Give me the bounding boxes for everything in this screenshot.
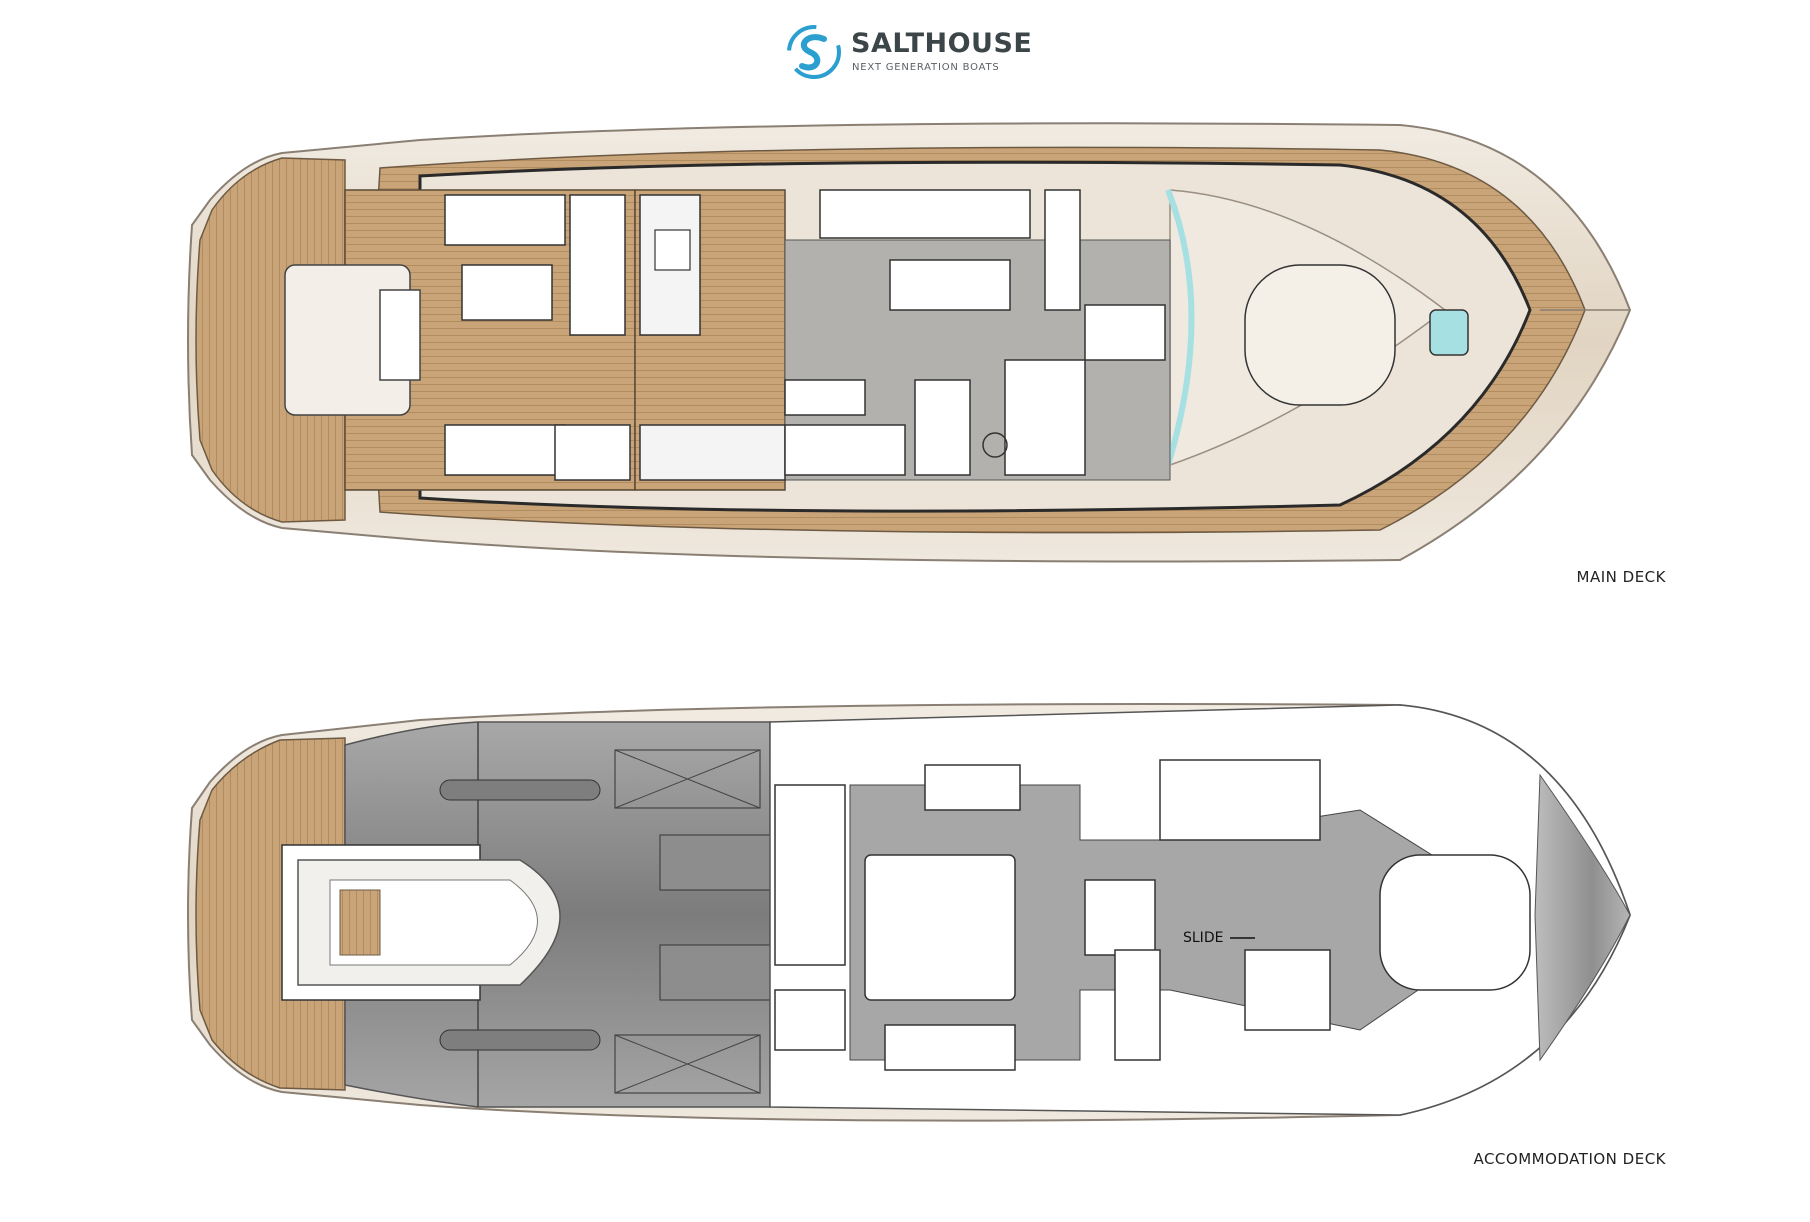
foredeck-skylight	[1244, 264, 1396, 406]
port-engine	[659, 834, 771, 891]
coffee-table	[784, 379, 866, 416]
cockpit-sofa	[444, 194, 566, 246]
owner-double-bed	[1379, 854, 1531, 991]
starboard-engine	[659, 944, 771, 1001]
fuel-tank-port-cross	[614, 749, 761, 809]
fuel-tank-starboard-cross	[614, 1034, 761, 1094]
companionway-stairs	[1084, 304, 1166, 361]
accommodation-deck-plan: SLIDE	[187, 703, 1632, 1122]
tender-inner	[329, 879, 538, 966]
tender-teak-floor	[339, 889, 381, 956]
steering-wheel-icon	[982, 432, 1008, 458]
salon-sofa-side	[1044, 189, 1081, 311]
exhaust-port	[439, 779, 601, 801]
helm-console	[1004, 359, 1086, 476]
fuel-tank-port	[614, 749, 761, 809]
head-forward	[1159, 759, 1321, 841]
swim-platform-teak	[195, 157, 346, 523]
salon-table	[889, 259, 1011, 311]
lower-stairs	[1084, 879, 1156, 956]
cooktop	[654, 229, 691, 271]
salon-sofa-top	[819, 189, 1031, 239]
slide-note: SLIDE	[1183, 930, 1223, 946]
windscreen-glass	[1165, 188, 1195, 466]
bathroom-1	[774, 784, 846, 966]
brand-tagline: NEXT GENERATION BOATS	[852, 62, 1000, 73]
exhaust-starboard	[439, 1029, 601, 1051]
head-forward-2	[1244, 949, 1331, 1031]
cockpit-table	[461, 264, 553, 321]
galley-base	[639, 424, 786, 481]
brand-header: SALTHOUSE NEXT GENERATION BOATS	[786, 22, 1032, 82]
vip-double-bed	[864, 854, 1016, 1001]
day-head	[554, 424, 631, 481]
s-swirl-logo-icon	[787, 25, 841, 79]
cockpit-side-sofa	[569, 194, 626, 336]
accommodation-deck-label: ACCOMMODATION DECK	[1473, 1150, 1666, 1168]
vip-vanity	[924, 764, 1021, 811]
vip-sofa	[884, 1024, 1016, 1071]
brand-name: SALTHOUSE	[851, 28, 1033, 59]
cockpit-lower-sofa	[444, 424, 566, 476]
shower-1	[774, 989, 846, 1051]
lower-swim-platform-teak	[195, 737, 346, 1091]
forward-hatch	[1429, 309, 1469, 356]
bow-locker	[1534, 773, 1631, 1062]
salon-sofa-lower	[784, 424, 906, 476]
helm-seat	[914, 379, 971, 476]
aft-deck-hatch	[379, 289, 421, 381]
bunk-locker	[1114, 949, 1161, 1061]
main-deck-plan	[187, 122, 1632, 563]
main-deck-label: MAIN DECK	[1576, 568, 1666, 586]
fuel-tank-starboard	[614, 1034, 761, 1094]
